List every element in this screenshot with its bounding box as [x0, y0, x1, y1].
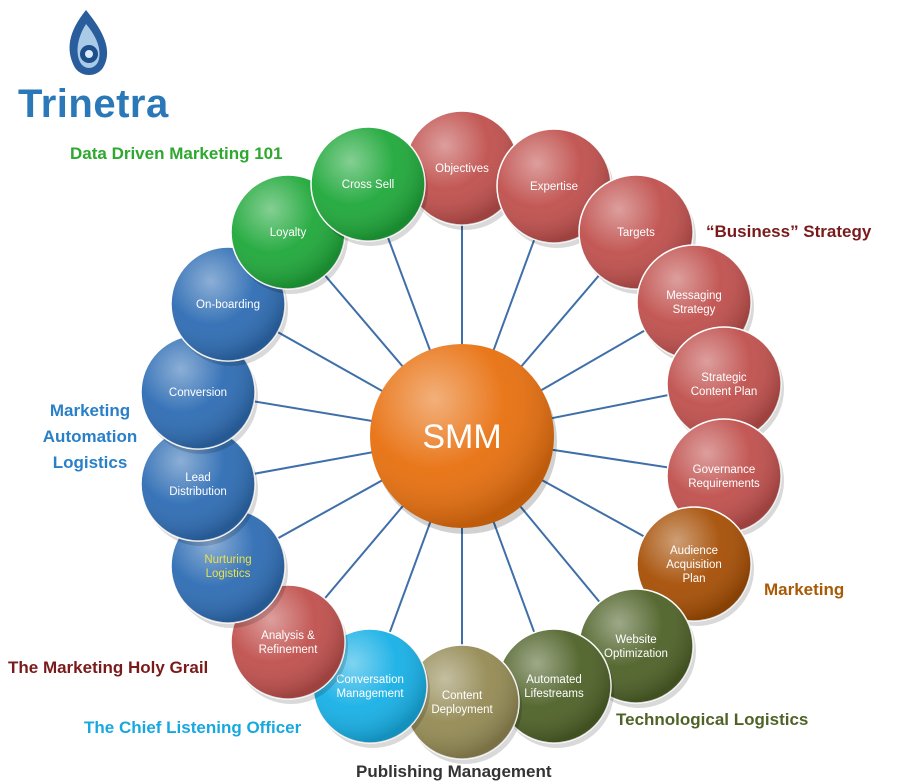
label-line: Marketing: [49, 401, 131, 420]
node-label: Loyalty: [270, 227, 307, 239]
node-label: Nurturing: [204, 554, 251, 566]
node-label: On-boarding: [196, 299, 260, 311]
label-marketing-automation: Marketing Automation Logistics: [30, 398, 150, 476]
node-label: Automated: [526, 674, 582, 686]
node-gloss: [667, 327, 781, 441]
node-gloss: [141, 427, 255, 541]
label-line: Automation: [42, 427, 138, 446]
logo-text: Trinetra: [18, 82, 169, 126]
node-gloss: [497, 629, 611, 743]
node-label: Conversation: [336, 674, 404, 686]
node-label: Objectives: [435, 163, 489, 175]
node-label: Website: [615, 634, 656, 646]
label-data-driven-marketing: Data Driven Marketing 101: [70, 144, 283, 163]
node-label: Acquisition: [666, 559, 722, 571]
node-gloss: [637, 507, 751, 621]
node-label: Content: [442, 690, 483, 702]
node-label: Governance: [693, 464, 756, 476]
label-line: Logistics: [52, 453, 128, 472]
node-label: Distribution: [169, 486, 227, 498]
node-label: Logistics: [206, 568, 251, 580]
node-label: Management: [336, 688, 404, 700]
label-holy-grail: The Marketing Holy Grail: [8, 658, 209, 677]
node-label: Requirements: [688, 478, 760, 490]
label-publishing-management: Publishing Management: [356, 762, 552, 781]
node-label: Lifestreams: [524, 688, 584, 700]
trinetra-logo: Trinetra: [8, 4, 178, 134]
node-label: Cross Sell: [342, 179, 394, 191]
label-business-strategy: “Business” Strategy: [706, 222, 872, 241]
hub-gloss: [370, 344, 554, 528]
node-label: Analysis &: [261, 630, 315, 642]
node-label: Strategic: [701, 372, 747, 384]
label-marketing: Marketing: [764, 580, 845, 599]
hub-label: SMM: [422, 418, 501, 456]
eye-flame-icon: [69, 10, 108, 75]
node-label: Content Plan: [691, 386, 758, 398]
node-label: Plan: [682, 573, 705, 585]
center-hub: SMM: [370, 344, 557, 534]
node-label: Lead: [185, 472, 211, 484]
node-label: Expertise: [530, 181, 578, 193]
node-gloss: [667, 419, 781, 533]
node-conversion: Conversion: [140, 334, 258, 454]
node-gloss: [405, 111, 519, 225]
node-label: Strategy: [673, 304, 716, 316]
node-gloss: [405, 645, 519, 759]
node-cross-sell: Cross Sell: [310, 126, 428, 246]
node-label: Targets: [617, 227, 655, 239]
label-technological-logistics: Technological Logistics: [616, 710, 809, 729]
node-objectives: Objectives: [404, 110, 522, 230]
node-ring: ObjectivesExpertiseTargetsMessagingStrat…: [140, 110, 784, 764]
node-label: Messaging: [666, 290, 722, 302]
node-gloss: [141, 335, 255, 449]
node-gloss: [311, 127, 425, 241]
label-chief-listening-officer: The Chief Listening Officer: [84, 718, 302, 737]
node-label: Deployment: [431, 704, 493, 716]
node-label: Audience: [670, 545, 718, 557]
node-label: Optimization: [604, 648, 668, 660]
node-label: Conversion: [169, 387, 227, 399]
node-label: Refinement: [259, 644, 319, 656]
